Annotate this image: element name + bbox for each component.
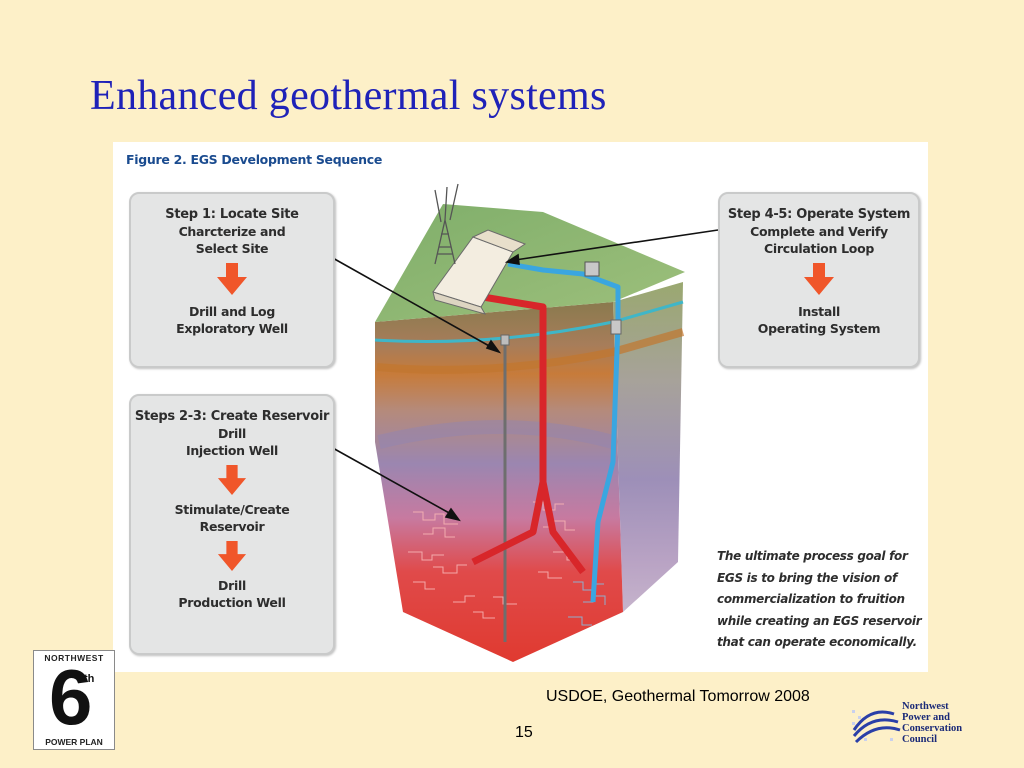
power-plant-building (432, 229, 527, 315)
pointer-lines (330, 229, 719, 522)
down-arrow-icon (217, 263, 247, 295)
step45-box: Step 4-5: Operate System Complete and Ve… (718, 192, 920, 368)
down-arrow-icon (217, 465, 247, 495)
step45-line1: Complete and Verify Circulation Loop (750, 224, 888, 256)
step23-line3: Drill Production Well (178, 578, 286, 610)
sixth-power-plan-logo: NORTHWEST 6 th POWER PLAN (33, 650, 115, 750)
logo-bottom-text: POWER PLAN (45, 737, 103, 747)
down-arrow-icon (217, 541, 247, 571)
goal-text: The ultimate process goal for EGS is to … (717, 549, 922, 649)
page-number: 15 (515, 724, 533, 741)
block-front-face (375, 302, 623, 662)
step23-heading: Steps 2-3: Create Reservoir (134, 409, 330, 424)
production-well-pipe (471, 293, 586, 575)
slide-title: Enhanced geothermal systems (90, 73, 607, 119)
step45-heading: Step 4-5: Operate System (727, 207, 911, 222)
step1-line1: Charcterize and Select Site (178, 224, 286, 256)
council-name: Northwest Power and Conservation Council (902, 701, 963, 745)
figure-caption: Figure 2. EGS Development Sequence (126, 152, 383, 167)
source-citation: USDOE, Geothermal Tomorrow 2008 (546, 688, 810, 705)
step1-heading: Step 1: Locate Site (165, 207, 299, 222)
step1-box: Step 1: Locate Site Charcterize and Sele… (129, 192, 335, 368)
logo-numeral: 6 (49, 653, 93, 741)
logo-suffix: th (84, 673, 95, 685)
injection-well-pipe (507, 261, 621, 603)
step45-line2: Install Operating System (757, 304, 881, 336)
step23-line2: Stimulate/Create Reservoir (174, 502, 290, 534)
step23-box: Steps 2-3: Create Reservoir Drill Inject… (129, 394, 335, 655)
egs-cross-section-diagram (330, 183, 719, 662)
step1-line2: Drill and Log Exploratory Well (176, 304, 288, 336)
council-wave-icon (852, 710, 901, 744)
logo-top-text: NORTHWEST (44, 653, 104, 663)
step23-line1: Drill Injection Well (185, 426, 278, 458)
down-arrow-icon (804, 263, 834, 295)
block-right-face (613, 282, 683, 612)
egs-figure: Figure 2. EGS Development Sequence (113, 142, 928, 672)
pump-unit (584, 261, 600, 277)
transmission-tower (434, 183, 459, 265)
